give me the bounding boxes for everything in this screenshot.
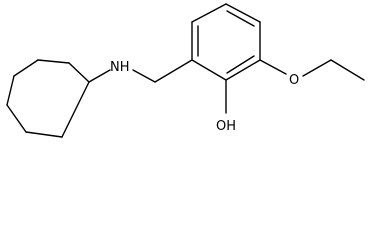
ethoxy-group [259, 59, 365, 81]
amine-label: NH [110, 60, 130, 75]
aromatic-bond [191, 3, 227, 23]
aminomethyl-linker [88, 59, 193, 83]
benzene-ring [191, 3, 261, 81]
ring-bond [61, 81, 90, 138]
structure-canvas: NH OH O [6, 3, 365, 138]
aromatic-bond [191, 59, 227, 81]
molecule-drawing: NH OH O [6, 3, 365, 138]
aromatic-bond [225, 59, 261, 81]
methylene-to-methyl-bond [330, 59, 365, 81]
oxygen-to-methylene-bond [302, 59, 332, 77]
cycloheptane-ring [6, 59, 90, 138]
methylene-to-ring-bond [154, 59, 193, 83]
hydroxyl-label: OH [216, 119, 236, 134]
ether-oxygen-label: O [289, 73, 299, 88]
aryl-to-oxygen-bond [259, 59, 287, 75]
aromatic-double-bond [226, 55, 255, 74]
ring-bond [37, 59, 70, 64]
ring-bond [13, 59, 39, 77]
aromatic-bond [225, 3, 261, 23]
ring-bond [68, 62, 90, 83]
ring-to-nitrogen-bond [88, 69, 111, 83]
nitrogen-to-methylene-bond [132, 69, 156, 83]
ring-bond [6, 75, 15, 106]
ring-bond [6, 104, 27, 133]
aromatic-double-bond [226, 10, 255, 27]
ring-bond [25, 131, 63, 138]
